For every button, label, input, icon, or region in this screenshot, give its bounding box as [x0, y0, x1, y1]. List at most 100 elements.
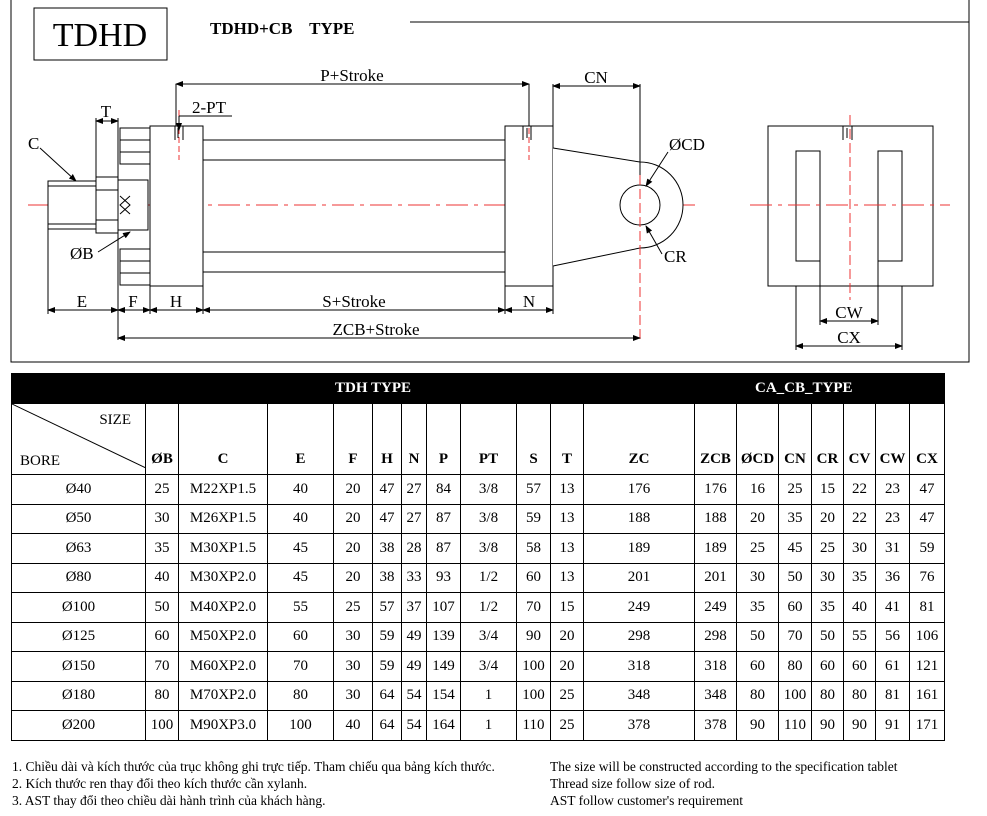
column-header: ZC [583, 403, 695, 475]
table-cell: 33 [401, 562, 427, 593]
table-cell: 38 [372, 533, 402, 564]
note-vi-3: 3. AST thay đổi theo chiều dài hành trìn… [12, 793, 326, 808]
table-cell: 93 [426, 562, 461, 593]
column-header: CX [909, 403, 945, 475]
table-cell: 100 [267, 710, 334, 741]
table-cell: 1 [460, 710, 517, 741]
table-cell: 56 [875, 621, 910, 652]
table-cell: 27 [401, 503, 427, 534]
table-cell: 40 [333, 710, 373, 741]
label-ocd: ØCD [669, 135, 705, 154]
bore-cell: Ø80 [11, 562, 146, 593]
table-cell: 110 [778, 710, 812, 741]
table-cell: 50 [811, 621, 844, 652]
table-cell: 23 [875, 503, 910, 534]
table-cell: 100 [516, 680, 551, 711]
table-cell: 81 [875, 680, 910, 711]
table-cell: 30 [333, 651, 373, 682]
table-cell: 107 [426, 592, 461, 623]
table-cell: 35 [843, 562, 876, 593]
note-vi-1: 1. Chiều dài và kích thước của trục khôn… [12, 759, 495, 774]
table-cell: 35 [736, 592, 779, 623]
table-cell: 40 [843, 592, 876, 623]
table-cell: 161 [909, 680, 945, 711]
table-cell: 40 [145, 562, 179, 593]
column-header: C [178, 403, 268, 475]
table-cell: 87 [426, 533, 461, 564]
column-header: CV [843, 403, 876, 475]
table-cell: 23 [875, 474, 910, 505]
table-cell: 16 [736, 474, 779, 505]
table-cell: 3/4 [460, 621, 517, 652]
label-t: T [101, 102, 112, 121]
table-cell: 30 [811, 562, 844, 593]
clevis [552, 147, 684, 267]
table-cell: 80 [811, 680, 844, 711]
bore-cell: Ø63 [11, 533, 146, 564]
table-cell: 59 [516, 503, 551, 534]
table-cell: 13 [550, 503, 584, 534]
table-cell: 164 [426, 710, 461, 741]
table-cell: 60 [811, 651, 844, 682]
table-cell: 90 [811, 710, 844, 741]
table-cell: 47 [909, 503, 945, 534]
table-cell: 25 [550, 680, 584, 711]
bore-cell: Ø200 [11, 710, 146, 741]
table-cell: 30 [145, 503, 179, 534]
table-cell: 90 [843, 710, 876, 741]
table-cell: 76 [909, 562, 945, 593]
table-cell: 80 [843, 680, 876, 711]
table-cell: 55 [843, 621, 876, 652]
cylinder-drawing: TDHD TDHD+CB TYPE P+Stroke CN [10, 0, 970, 363]
table-cell: 13 [550, 474, 584, 505]
table-cell: 25 [145, 474, 179, 505]
label-cn: CN [584, 68, 608, 87]
table-cell: 106 [909, 621, 945, 652]
table-cell: 13 [550, 533, 584, 564]
table-cell: 60 [843, 651, 876, 682]
label-cw: CW [835, 303, 863, 322]
column-header: S [516, 403, 551, 475]
table-cell: 47 [909, 474, 945, 505]
table-cell: 20 [550, 651, 584, 682]
table-cell: 60 [267, 621, 334, 652]
table-cell: 40 [267, 474, 334, 505]
table-cell: 3/8 [460, 533, 517, 564]
column-header: CR [811, 403, 844, 475]
table-cell: 298 [583, 621, 695, 652]
table-cell: 100 [145, 710, 179, 741]
table-cell: 100 [778, 680, 812, 711]
table-cell: 298 [694, 621, 737, 652]
table-cell: 45 [267, 562, 334, 593]
table-cell: 201 [694, 562, 737, 593]
rod-wrench-flat [117, 179, 149, 231]
label-zcb-stroke: ZCB+Stroke [332, 320, 419, 339]
table-cell: 20 [333, 562, 373, 593]
table-cell: 318 [583, 651, 695, 682]
table-cell: 40 [267, 503, 334, 534]
size-label: SIZE [99, 412, 131, 428]
table-cell: 25 [736, 533, 779, 564]
column-header: T [550, 403, 584, 475]
table-cell: 70 [267, 651, 334, 682]
table-cell: 30 [736, 562, 779, 593]
bore-cell: Ø180 [11, 680, 146, 711]
size-bore-corner: SIZE BORE [11, 403, 146, 475]
label-ob: ØB [70, 244, 94, 263]
drawing-frame [10, 0, 970, 363]
table-cell: 3/8 [460, 503, 517, 534]
table-cell: 61 [875, 651, 910, 682]
table-cell: 37 [401, 592, 427, 623]
table-cell: 318 [694, 651, 737, 682]
table-cell: M22XP1.5 [178, 474, 268, 505]
table-cell: 378 [694, 710, 737, 741]
table-cell: 57 [372, 592, 402, 623]
table-cell: 22 [843, 503, 876, 534]
table-cell: 30 [333, 680, 373, 711]
head-cover [149, 125, 204, 287]
